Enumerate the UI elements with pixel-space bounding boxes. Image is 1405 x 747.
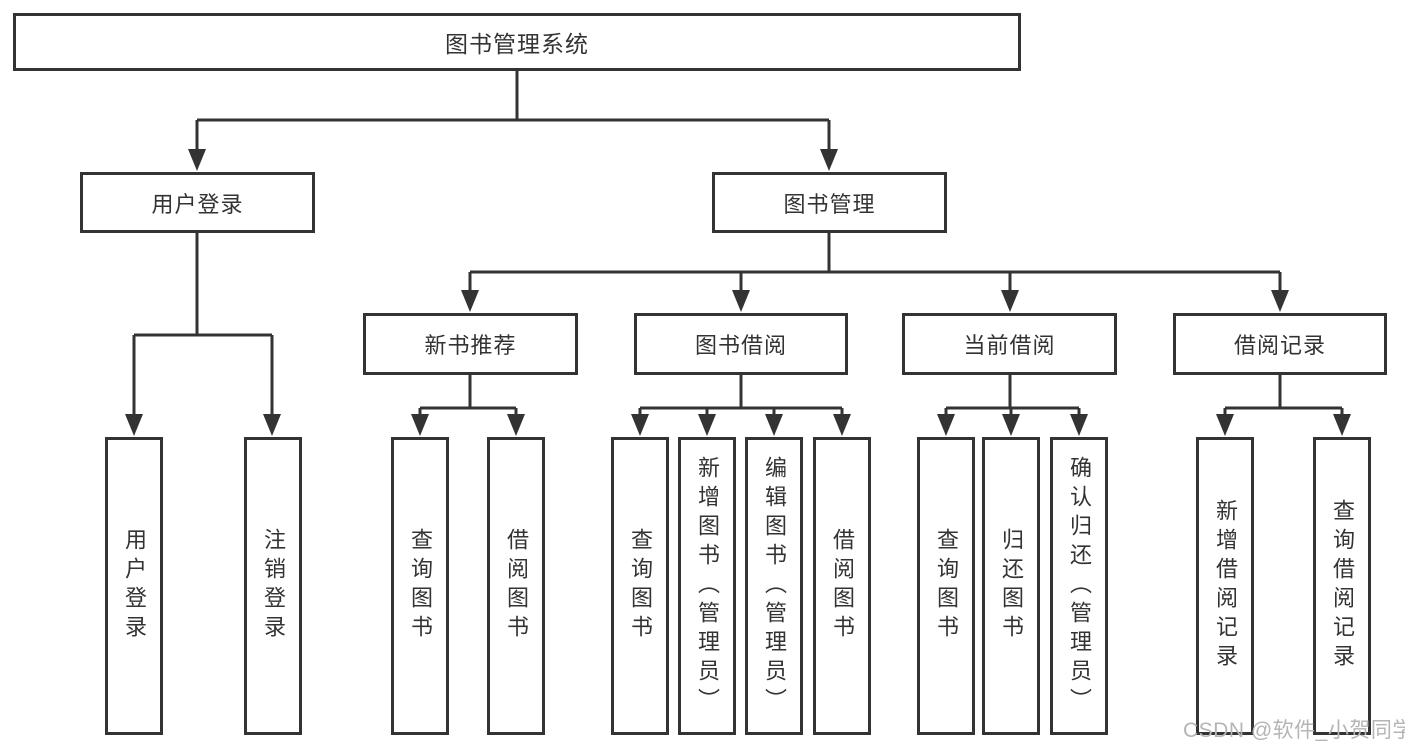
leaf-confirm-return-admin: 确认归还（管理员） [1050,437,1108,735]
arrow-down-icon [631,414,649,436]
arrow-down-icon [411,414,429,436]
arrow-down-icon [125,414,143,436]
node-borrow-record: 借阅记录 [1173,313,1387,375]
connector-book-borrow-children [631,375,851,436]
connector-borrow-record-children [1216,375,1351,436]
arrow-down-icon [1216,414,1234,436]
leaf-query-book-recommend: 查询图书 [391,437,449,735]
leaf-add-borrow-record: 新增借阅记录 [1196,437,1254,735]
leaf-borrow-book: 借阅图书 [813,437,871,735]
arrow-down-icon [188,149,206,171]
leaf-edit-book-admin: 编辑图书（管理员） [745,437,803,735]
arrow-down-icon [461,290,479,312]
connector-root-to-level2 [188,71,838,171]
arrow-down-icon [937,414,955,436]
arrow-down-icon [507,414,525,436]
arrow-down-icon [732,290,750,312]
connector-user-login-children [125,233,281,436]
watermark: CSDN @软件_小贺同学 [1183,719,1405,742]
leaf-logout: 注销登录 [244,437,302,735]
leaf-borrow-book-recommend: 借阅图书 [487,437,545,735]
arrow-down-icon [1271,290,1289,312]
arrow-down-icon [1070,414,1088,436]
arrow-down-icon [833,414,851,436]
arrow-down-icon [820,149,838,171]
node-current-borrow: 当前借阅 [902,313,1117,375]
connector-book-management-children [461,233,1289,312]
arrow-down-icon [1002,414,1020,436]
arrow-down-icon [1001,290,1019,312]
arrow-down-icon [263,414,281,436]
leaf-user-login: 用户登录 [105,437,163,735]
connector-current-borrow-children [937,375,1088,436]
leaf-add-book-admin: 新增图书（管理员） [678,437,736,735]
node-new-book-recommend: 新书推荐 [363,313,578,375]
leaf-return-book: 归还图书 [982,437,1040,735]
arrow-down-icon [765,414,783,436]
leaf-query-book-borrow: 查询图书 [611,437,669,735]
leaf-query-borrow-record: 查询借阅记录 [1313,437,1371,735]
node-book-borrow: 图书借阅 [634,313,848,375]
leaf-query-book-current: 查询图书 [917,437,975,735]
connector-new-book-recommend-children [411,375,525,436]
node-root: 图书管理系统 [13,13,1021,71]
node-book-management: 图书管理 [712,172,947,233]
arrow-down-icon [1333,414,1351,436]
arrow-down-icon [698,414,716,436]
node-user-login: 用户登录 [80,172,315,233]
